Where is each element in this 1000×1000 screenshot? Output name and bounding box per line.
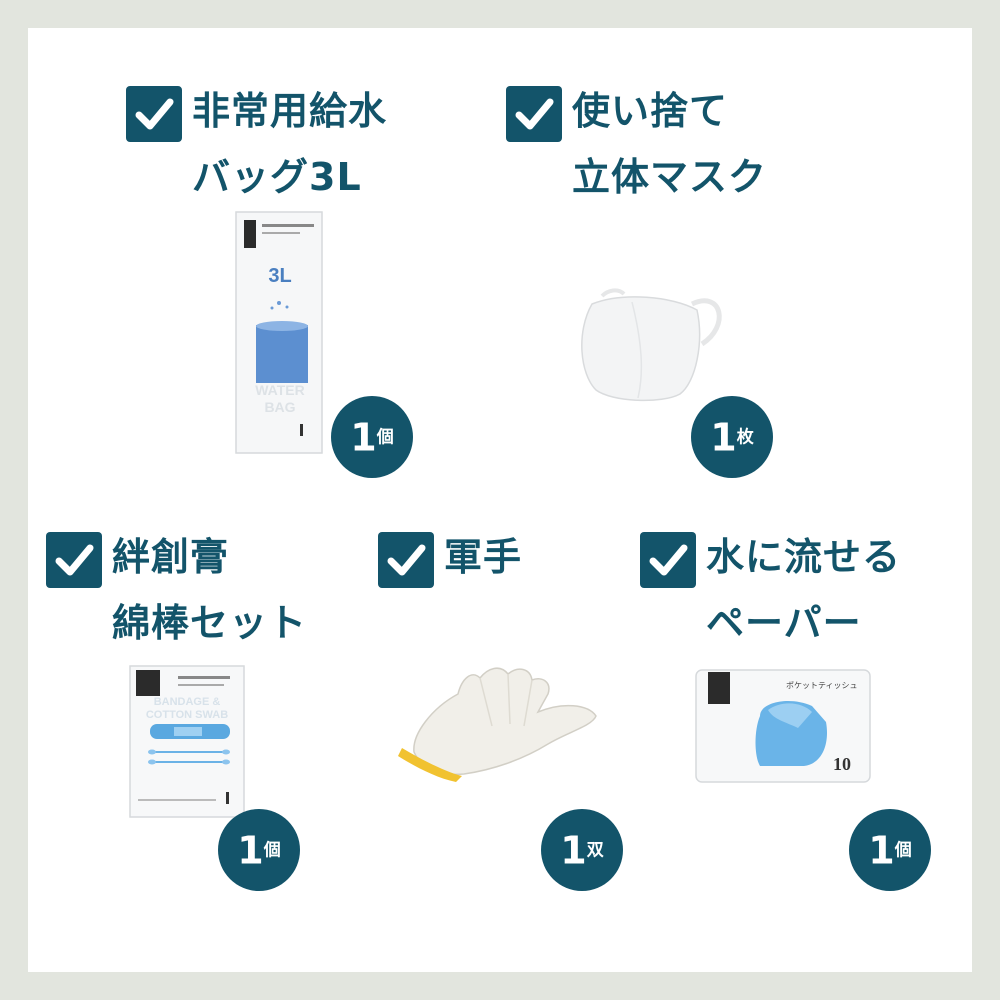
quantity-number: 1 <box>868 828 895 873</box>
title-line: 絆創膏 <box>112 535 230 579</box>
quantity-unit: 枚 <box>736 427 754 448</box>
item-title: 軍手 <box>444 524 522 590</box>
mask-image <box>581 288 722 402</box>
title-line: バッグ3L <box>192 155 362 199</box>
quantity-badge: 1個 <box>331 396 413 478</box>
checkbox-icon <box>506 86 562 142</box>
bandage-print: BANDAGE & COTTON SWAB <box>145 696 229 721</box>
tissue-image: ポケットティッシュ 10 <box>695 669 871 783</box>
quantity-unit: 双 <box>586 840 604 861</box>
quantity-number: 1 <box>560 828 587 873</box>
title-line: ペーパー <box>706 601 862 645</box>
item-title: 使い捨て 立体マスク <box>572 78 767 210</box>
title-line: 軍手 <box>444 535 523 579</box>
checkbox-icon <box>126 86 182 142</box>
quantity-badge: 1個 <box>218 809 300 891</box>
title-line: 立体マスク <box>572 155 768 199</box>
gloves-image <box>398 667 597 782</box>
quantity-number: 1 <box>237 828 264 873</box>
item-title: 非常用給水 バッグ3L <box>192 78 387 210</box>
quantity-unit: 個 <box>894 840 912 861</box>
quantity-number: 1 <box>350 415 377 460</box>
water-bag-image: 3L WATER BAG <box>235 211 323 454</box>
tissue-count: 10 <box>833 754 851 774</box>
tissue-label: ポケットティッシュ <box>786 681 858 690</box>
bandage-image: BANDAGE & COTTON SWAB <box>129 665 245 818</box>
quantity-badge: 1双 <box>541 809 623 891</box>
product-panel <box>28 28 972 972</box>
quantity-unit: 個 <box>263 840 281 861</box>
quantity-unit: 個 <box>376 427 394 448</box>
title-line: 使い捨て <box>572 89 729 133</box>
volume-print: 3L <box>268 265 291 287</box>
title-line: 綿棒セット <box>112 601 308 645</box>
checkbox-icon <box>378 532 434 588</box>
quantity-badge: 1枚 <box>691 396 773 478</box>
item-title: 絆創膏 綿棒セット <box>112 524 307 656</box>
checkbox-icon <box>640 532 696 588</box>
water-bag-print: WATER BAG <box>255 382 305 415</box>
checkbox-icon <box>46 532 102 588</box>
title-line: 水に流せる <box>706 535 902 579</box>
quantity-badge: 1個 <box>849 809 931 891</box>
quantity-number: 1 <box>710 415 737 460</box>
item-title: 水に流せる ペーパー <box>706 524 901 656</box>
title-line: 非常用給水 <box>192 89 388 133</box>
